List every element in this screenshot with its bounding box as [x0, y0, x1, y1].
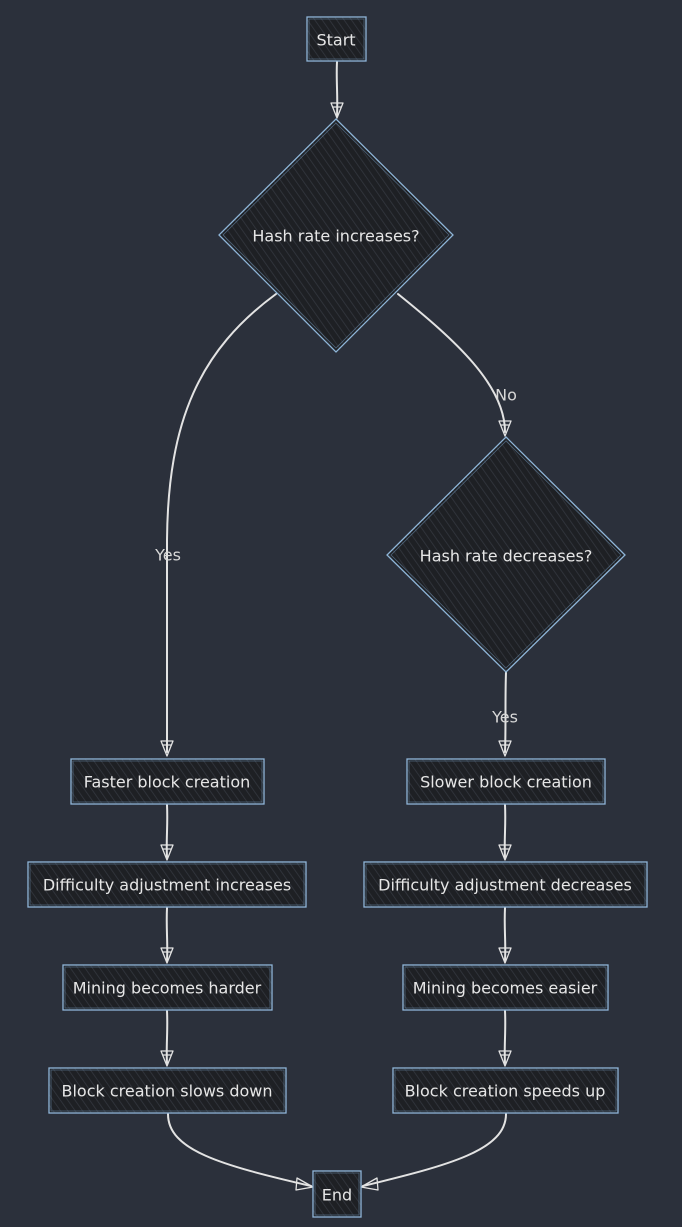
edge-labels: Yes No Yes [154, 386, 518, 727]
faster-block-node: Faster block creation [70, 758, 265, 805]
arrowhead-icon [498, 420, 512, 437]
arrowhead-icon [498, 844, 512, 861]
mining-easier-label: Mining becomes easier [413, 979, 598, 998]
edge-diff-increase-to-harder [165, 907, 169, 961]
arrowhead-icon [360, 1177, 379, 1191]
arrowhead-icon [498, 947, 512, 964]
edge-yes-increase [166, 293, 277, 753]
difficulty-decrease-node: Difficulty adjustment decreases [363, 861, 648, 908]
arrowhead-icon [498, 740, 512, 757]
mining-harder-label: Mining becomes harder [73, 979, 262, 998]
end-node-label: End [322, 1186, 352, 1205]
arrowhead-icon [160, 1050, 174, 1067]
hash-increase-label: Hash rate increases? [252, 227, 419, 246]
arrowhead-icon [295, 1177, 314, 1191]
arrowhead-icon [160, 740, 174, 757]
edge-label-no: No [495, 386, 517, 405]
arrowhead-icon [160, 844, 174, 861]
block-slows-label: Block creation slows down [61, 1082, 272, 1101]
edge-no-increase [397, 293, 506, 433]
edge-faster-to-diff-increase [165, 804, 169, 858]
mining-easier-node: Mining becomes easier [402, 964, 609, 1011]
difficulty-increase-node: Difficulty adjustment increases [27, 861, 307, 908]
block-slows-node: Block creation slows down [48, 1067, 287, 1114]
hash-decrease-label: Hash rate decreases? [420, 547, 593, 566]
edge-diff-decrease-to-easier [503, 907, 507, 961]
arrowhead-icon [498, 1050, 512, 1067]
edge-slower-to-diff-decrease [503, 804, 507, 858]
faster-block-label: Faster block creation [84, 773, 251, 792]
start-node-label: Start [316, 31, 355, 50]
hash-decrease-decision: Hash rate decreases? [386, 436, 626, 673]
nodes: Start Hash rate increases? Hash rate dec… [27, 16, 648, 1218]
edge-label-yes: Yes [154, 546, 181, 565]
edge-start-to-hash-increase [335, 61, 339, 117]
block-speeds-label: Block creation speeds up [405, 1082, 606, 1101]
arrowhead-icon [330, 102, 344, 119]
hash-increase-decision: Hash rate increases? [218, 118, 454, 353]
edges [160, 61, 512, 1191]
slower-block-node: Slower block creation [406, 758, 606, 805]
edge-easier-to-speeds [503, 1010, 507, 1064]
mining-harder-node: Mining becomes harder [62, 964, 273, 1011]
edge-label-yes: Yes [491, 708, 518, 727]
block-speeds-node: Block creation speeds up [392, 1067, 619, 1114]
end-node: End [312, 1170, 362, 1218]
arrowhead-icon [160, 947, 174, 964]
edge-slows-to-end [167, 1113, 312, 1187]
edge-harder-to-slows [165, 1010, 169, 1064]
difficulty-decrease-label: Difficulty adjustment decreases [378, 876, 632, 895]
difficulty-increase-label: Difficulty adjustment increases [43, 876, 291, 895]
start-node: Start [306, 16, 367, 62]
slower-block-label: Slower block creation [420, 773, 592, 792]
edge-speeds-to-end [362, 1113, 507, 1187]
